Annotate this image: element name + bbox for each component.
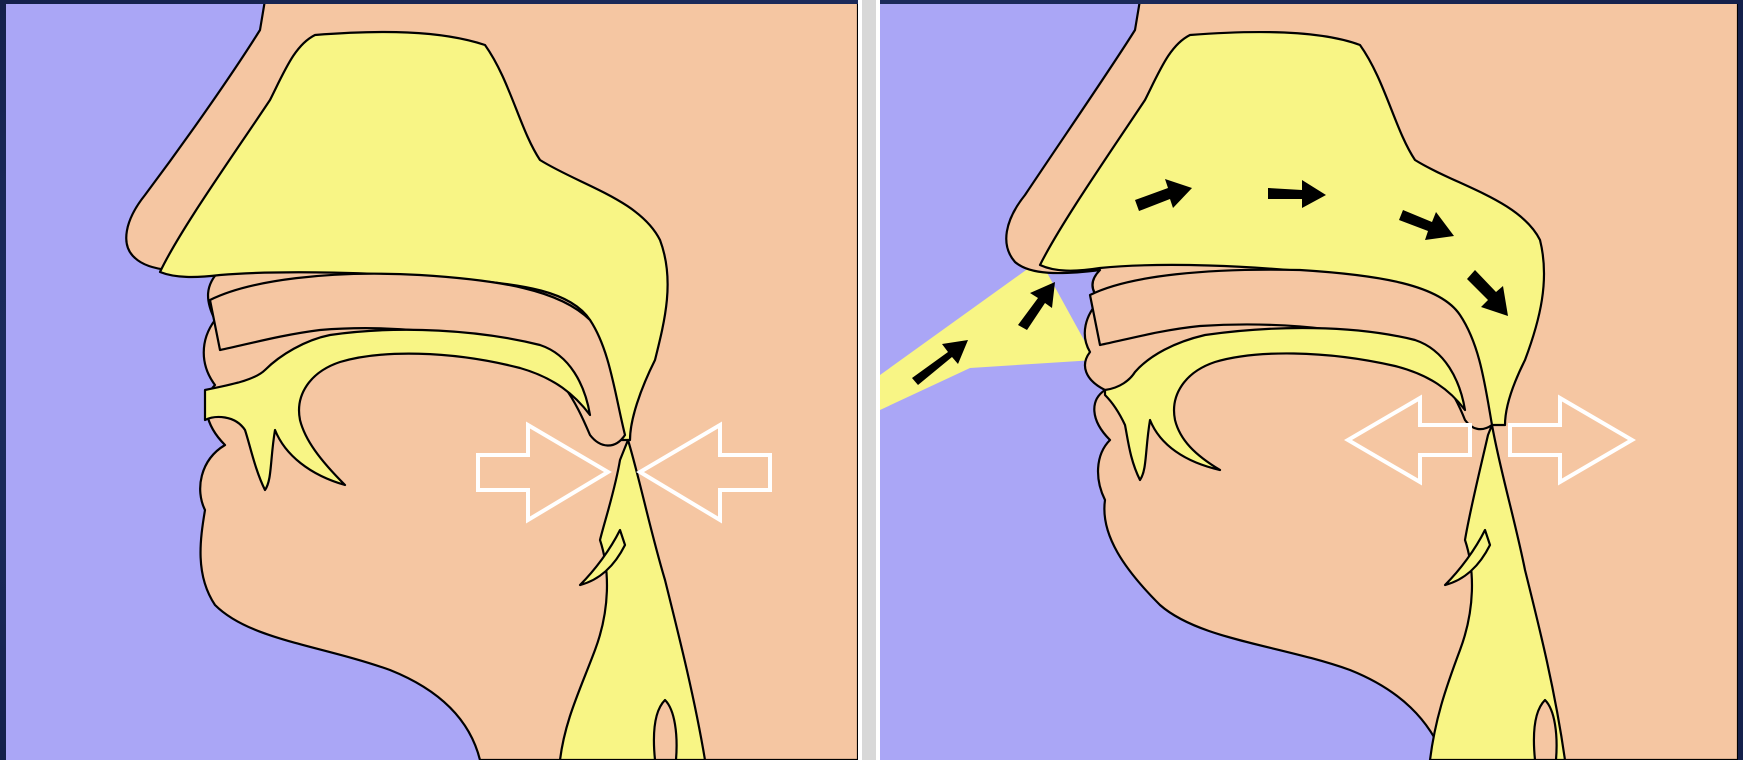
- panel-divider-shade: [862, 0, 876, 760]
- panel-left-velum-closed: [6, 0, 858, 760]
- panel-right-velum-open: [880, 0, 1738, 760]
